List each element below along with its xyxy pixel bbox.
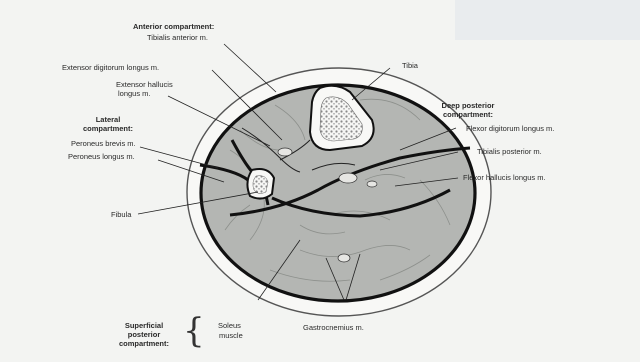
superficial-posterior-label-line1: Superficial xyxy=(112,321,176,330)
peroneus-brevis-label: Peroneus brevis m. xyxy=(71,139,136,148)
flexor-hallucis-longus-label: Flexor hallucis longus m. xyxy=(463,173,546,182)
tibialis-posterior-label: Tibialis posterior m. xyxy=(477,147,542,156)
flexor-digitorum-longus-label: Flexor digitorum longus m. xyxy=(466,124,554,133)
superficial-posterior-label-line2: posterior xyxy=(112,330,176,339)
soleus-label-line1: Soleus xyxy=(218,321,241,330)
extensor-hallucis-label-line2: longus m. xyxy=(118,89,151,98)
anterior-compartment-label: Anterior compartment: xyxy=(133,22,214,31)
lateral-compartment-label-line1: Lateral xyxy=(78,115,138,124)
lateral-compartment-label-line2: compartment: xyxy=(78,124,138,133)
soleus-label-line2: muscle xyxy=(219,331,243,340)
peroneus-longus-label: Peroneus longus m. xyxy=(68,152,135,161)
compartment-brace: { xyxy=(183,314,205,348)
fibula-marrow xyxy=(253,176,268,194)
superficial-posterior-label-line3: compartment: xyxy=(112,339,176,348)
fibula-label: Fibula xyxy=(111,210,131,219)
tibia-label: Tibia xyxy=(402,61,418,70)
tibialis-anterior-label: Tibialis anterior m. xyxy=(147,33,208,42)
background-tint xyxy=(455,0,640,40)
extensor-hallucis-label-line1: Extensor hallucis xyxy=(116,80,173,89)
extensor-digitorum-longus-label: Extensor digitorum longus m. xyxy=(62,63,159,72)
deep-posterior-label-line2: compartment: xyxy=(432,110,504,119)
deep-posterior-label-line1: Deep posterior xyxy=(432,101,504,110)
gastrocnemius-label: Gastrocnemius m. xyxy=(303,323,364,332)
